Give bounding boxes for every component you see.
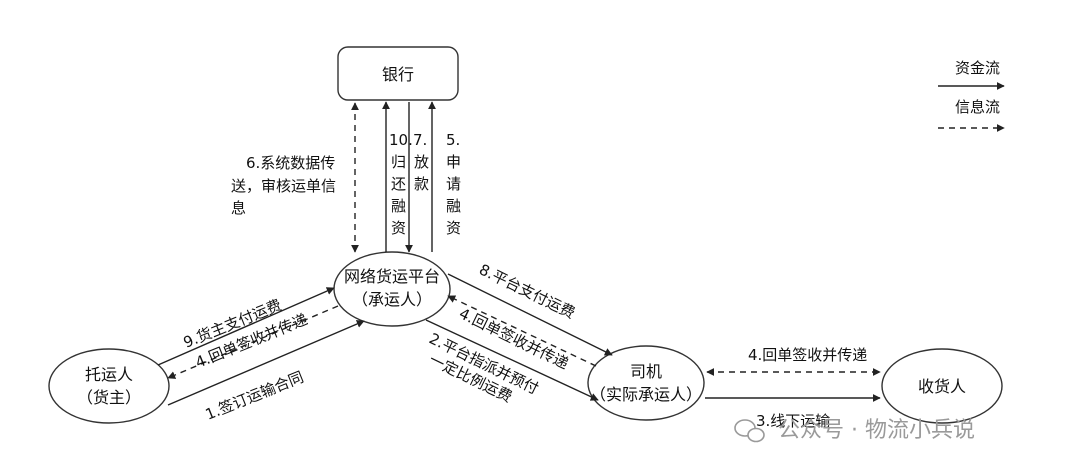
edge-9-shipper-pays (157, 287, 335, 366)
label-10-part2: 归 (391, 153, 406, 171)
driver-label-line2: （实际承运人） (590, 385, 702, 404)
legend: 资金流 信息流 (938, 59, 1005, 132)
label-10-part3: 还 (391, 175, 406, 193)
label-6: 6.系统数据传 送，审核运单信 息 (231, 154, 336, 217)
label-10: 10. 归 还 融 资 (389, 131, 413, 237)
label-4-right: 4.回单签收并传递 (748, 346, 867, 364)
label-10-part5: 资 (391, 219, 406, 237)
consignee-node: 收货人 (881, 348, 1003, 424)
label-5-part3: 请 (446, 175, 461, 193)
watermark-text: 公众号 · 物流小兵说 (778, 418, 975, 443)
shipper-label-line1: 托运人 (85, 365, 133, 384)
edge-4-receipt-to-shipper (167, 305, 339, 379)
label-7-part2: 放 (414, 153, 429, 171)
edge-1-sign-contract (167, 320, 365, 406)
consignee-label: 收货人 (918, 377, 966, 396)
label-5-part4: 融 (446, 197, 461, 215)
label-5-part2: 申 (446, 153, 461, 171)
label-6-line3: 息 (231, 199, 246, 217)
edge-4-receipt-to-platform (447, 295, 597, 367)
label-6-line2: 送，审核运单信 (231, 177, 336, 195)
platform-label-line2: （承运人） (352, 290, 432, 309)
label-5-part1: 5. (446, 131, 460, 149)
legend-money-flow-label: 资金流 (955, 59, 1000, 77)
watermark: 公众号 · 物流小兵说 (734, 418, 975, 443)
label-7: 7. 放 款 (413, 131, 429, 193)
label-10-part1: 10. (389, 131, 413, 149)
label-10-part4: 融 (391, 197, 406, 215)
label-6-line1: 6.系统数据传 (246, 154, 335, 172)
wechat-icon (734, 419, 765, 443)
label-5: 5. 申 请 融 资 (446, 131, 461, 237)
bank-label: 银行 (382, 65, 414, 84)
edge-8-platform-pays (447, 273, 613, 356)
platform-node: 网络货运平台 （承运人） (333, 251, 451, 327)
shipper-label-line2: （货主） (77, 388, 141, 407)
driver-label-line1: 司机 (630, 362, 662, 381)
shipper-node: 托运人 （货主） (48, 348, 170, 424)
label-7-part3: 款 (414, 175, 429, 193)
label-5-part5: 资 (446, 219, 461, 237)
label-3: 3.线下运输 (756, 412, 830, 430)
bank-node: 银行 (337, 46, 459, 101)
edge-2-assign-prepay (425, 319, 599, 401)
label-1: 1.签订运输合同 (203, 368, 306, 424)
legend-info-flow-label: 信息流 (955, 98, 1000, 116)
label-7-part1: 7. (413, 131, 427, 149)
platform-label-line1: 网络货运平台 (344, 267, 440, 286)
driver-node: 司机 （实际承运人） (587, 345, 705, 421)
